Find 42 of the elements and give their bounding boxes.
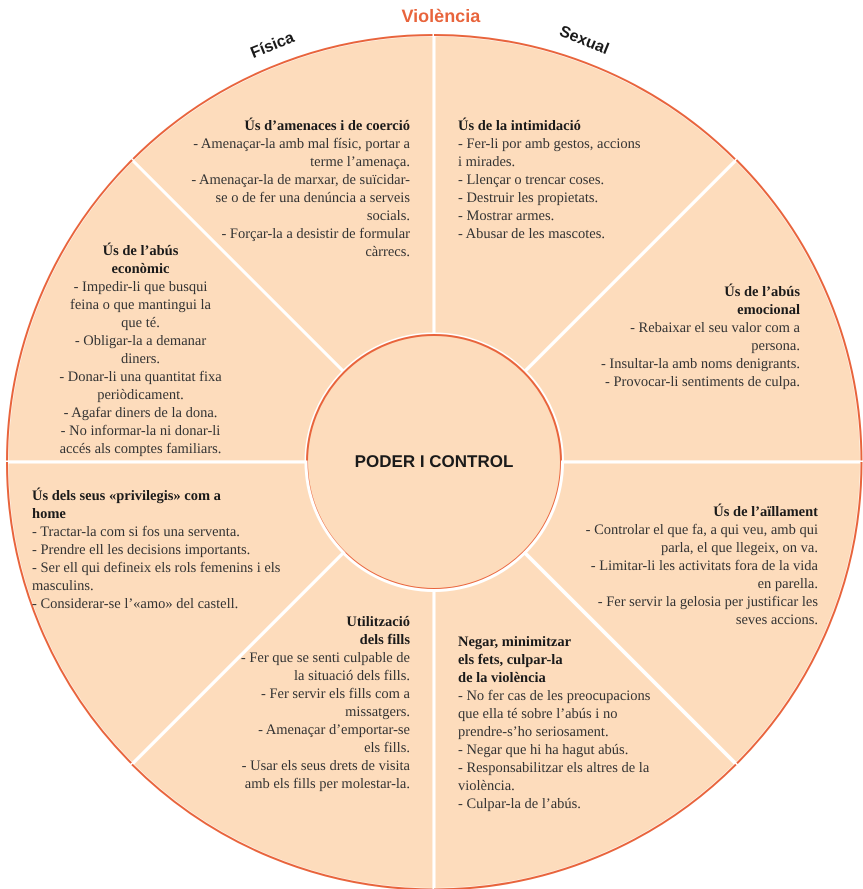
- bullet-item: - Agafar diners de la dona.: [62, 404, 218, 422]
- bullet-item: - Impedir-li que busqui feina o que mantingui la que té.: [69, 278, 212, 332]
- center-title: PODER I CONTROL: [354, 452, 514, 472]
- bullet-item: - Tractar-la com si fos una serventa.: [32, 523, 241, 541]
- segment-heading: Ús de l’abús emocional: [723, 282, 800, 319]
- segment-heading: Ús de l’abús econòmic: [102, 242, 180, 278]
- rim-label: Física: [248, 29, 297, 63]
- bullet-item: - Prendre ell les decisions importants.: [32, 541, 252, 559]
- bullet-item: - Considerar-se l’«amo» del castell.: [32, 595, 240, 613]
- bullet-item: - Mostrar armes.: [458, 207, 556, 225]
- wheel-title: Violència: [402, 6, 480, 26]
- bullet-item: - Forçar-la a desistir de formular càrrecs.: [220, 225, 410, 261]
- segment-heading: Ús dels seus «privilegis» com a home: [32, 487, 222, 523]
- segment-heading: Ús de la intimidació: [458, 117, 582, 135]
- bullet-item: - Culpar-la de l’abús.: [458, 794, 582, 813]
- bullet-item: - Fer-li por amb gestos, accions i mirades.: [458, 135, 642, 171]
- bullet-item: - Negar que hi ha hagut abús.: [458, 740, 630, 759]
- bullet-item: - Ser ell qui defineix els rols femenins i els masculins.: [32, 559, 282, 595]
- segment-heading: Ús d’amenaces i de coerció: [243, 117, 410, 135]
- bullet-item: - Fer servir la gelosia per justificar les seves accions.: [596, 593, 818, 629]
- segment-heading: Utilització dels fills: [345, 612, 410, 649]
- bullet-item: - No informar-la ni donar-li accés als comptes familiars.: [58, 422, 222, 458]
- bullet-item: - Insultar-la amb noms denigrants.: [600, 354, 800, 373]
- bullet-item: - Controlar el que fa, a qui veu, amb qui parla, el que llegeix, on va.: [584, 521, 818, 557]
- bullet-item: - Donar-li una quantitat fixa periòdicament.: [58, 368, 223, 404]
- bullet-item: - Fer que se senti culpable de la situació dels fills.: [240, 648, 410, 685]
- bullet-item: - Abusar de les mascotes.: [458, 225, 606, 243]
- segment-heading: Ús de l’aïllament: [712, 503, 818, 521]
- bullet-item: - Usar els seus drets de visita amb els fills per molestar-la.: [240, 756, 410, 793]
- bullet-item: - Rebaixar el seu valor com a persona.: [629, 318, 800, 355]
- bullet-item: - Responsabilitzar els altres de la violència.: [458, 758, 650, 795]
- bullet-item: - Destruir les propietats.: [458, 189, 600, 207]
- bullet-item: - Llençar o trencar coses.: [458, 171, 606, 189]
- bullet-item: - Provocar-li sentiments de culpa.: [604, 372, 800, 391]
- bullet-item: - Amenaçar d’emportar-se els fills.: [257, 720, 410, 757]
- bullet-item: - Fer servir els fills com a missatgers.: [260, 684, 410, 721]
- segment-heading: Negar, minimitzar els fets, culpar-la de la violència: [458, 632, 572, 687]
- bullet-item: - Obligar-la a demanar diners.: [74, 332, 208, 368]
- bullet-item: - Amenaçar-la amb mal físic, portar a terme l’amenaça.: [192, 135, 410, 171]
- bullet-item: - Limitar-li les activitats fora de la vida en parella.: [590, 557, 818, 593]
- bullet-item: - No fer cas de les preocupacions que ella té sobre l’abús i no prendre-s’ho seriosament.: [458, 686, 652, 741]
- bullet-item: - Amenaçar-la de marxar, de suïcidar-se o de fer una denúncia a serveis socials.: [190, 171, 410, 225]
